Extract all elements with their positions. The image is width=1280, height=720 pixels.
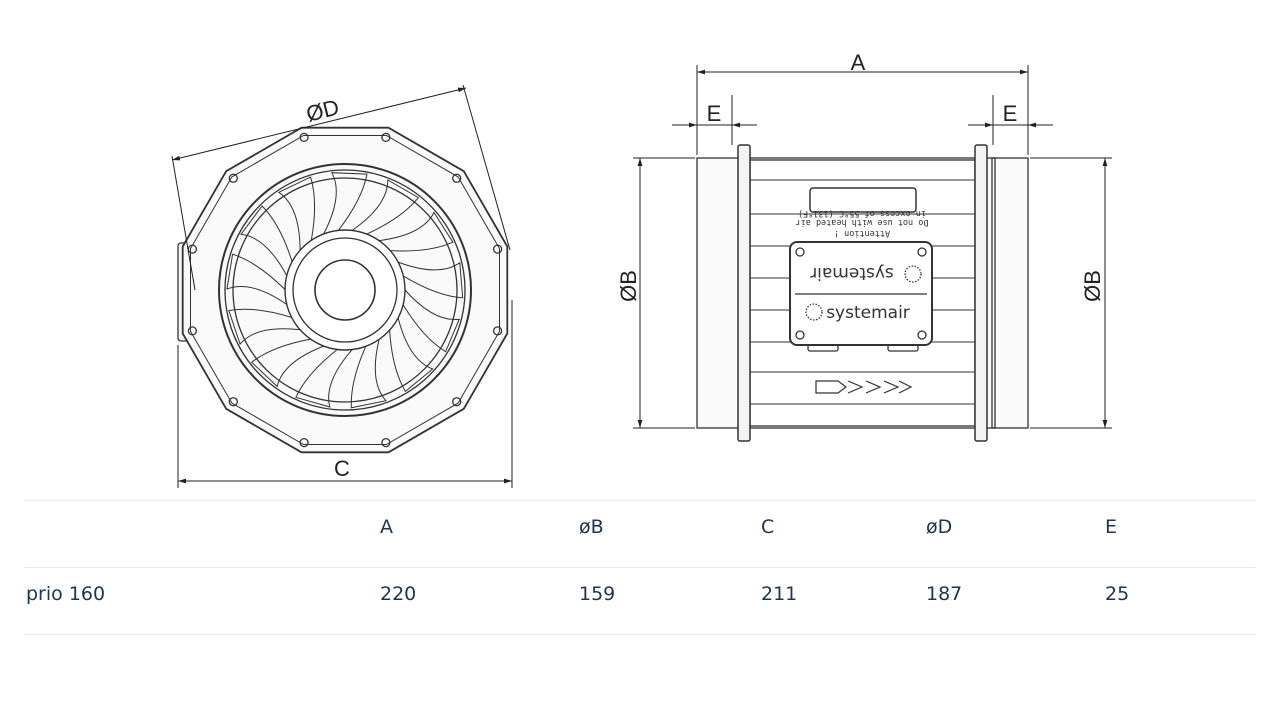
dimension-ob-right-label: ØB [1080,270,1105,302]
bolt-icon [299,437,309,448]
dimension-od-label: ØD [304,94,342,126]
dimension-e-left-label: E [707,101,722,126]
bolt-icon [187,326,198,336]
bolt-icon [492,244,503,254]
bolt-icon [381,437,391,448]
fan-blade [322,172,368,235]
fan-blade [240,205,293,277]
svg-text:Do not use with heated air: Do not use with heated air [795,217,928,227]
cell-a: 220 [380,583,417,605]
svg-text:Attention !: Attention ! [834,228,890,238]
header-d: øD [926,516,953,538]
cell-b: 159 [579,583,616,605]
cell-c: 211 [761,583,798,605]
fan-side-view [696,144,1029,442]
brand-logo: systemair [826,303,910,323]
fan-blade [397,261,464,299]
bolt-icon [452,173,462,183]
fan-blade [226,253,288,306]
cell-d: 187 [926,583,963,605]
bolt-icon [492,326,503,336]
fan-blades [226,172,464,409]
fan-blade [402,288,461,353]
dimension-drawing: C ØD in excess of 55°C (131°F) Do not us… [171,50,1112,488]
table-header-row: A øB C øD E [24,500,1256,567]
dimension-ob-left-label: ØB [616,270,641,302]
svg-text:in excess of 55°C (131°F): in excess of 55°C (131°F) [798,208,926,218]
fan-blade [277,176,316,252]
bolt-icon [452,397,462,407]
header-b: øB [579,516,604,538]
fan-blade [377,211,454,252]
dimension-a-label: A [851,50,866,75]
header-e: E [1105,516,1118,538]
fan-blade [350,338,387,409]
fan-blade [351,179,420,235]
fan-blade [228,308,302,345]
airflow-arrow-icon [815,380,913,394]
brand-logo-inverted: systemair [810,263,894,283]
fan-blade [295,348,354,408]
table-row: prio 160 220 159 211 187 25 [24,567,1256,635]
dimension-od [171,84,511,291]
bolt-icon [228,397,238,407]
dimensions-table: A øB C øD E prio 160 220 159 211 187 25 [24,500,1256,635]
header-a: A [380,516,393,538]
bolt-icon [228,173,238,183]
warning-label: in excess of 55°C (131°F) Do not use wit… [795,208,928,238]
dimension-e-right-label: E [1003,101,1018,126]
dimension-c-label: C [334,456,350,481]
cell-e: 25 [1105,583,1130,605]
cell-model: prio 160 [26,583,106,605]
dimension-lines [633,65,1112,429]
fan-front-view [177,126,509,454]
fan-blade [250,338,325,388]
dimension-c [177,300,513,488]
header-c: C [761,516,775,538]
fan-blade [389,316,434,393]
